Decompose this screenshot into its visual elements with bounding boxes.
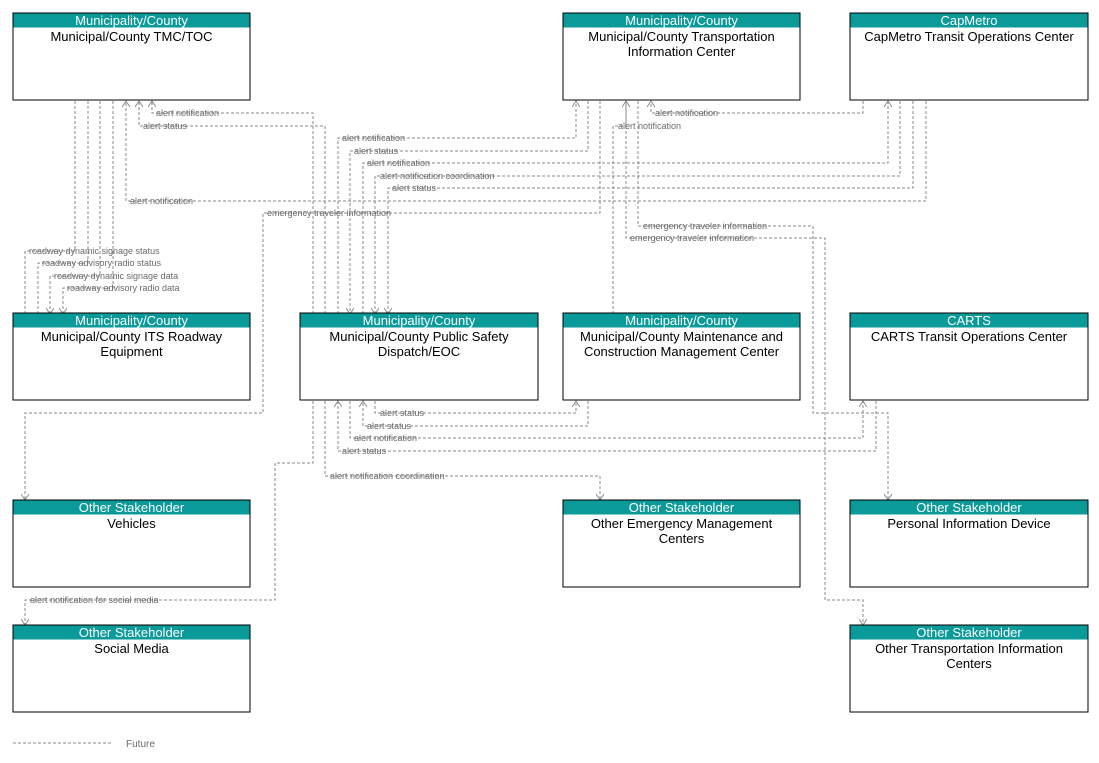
node-group-label: Other Stakeholder: [79, 625, 185, 640]
flow-line: [337, 101, 576, 314]
flow-label: emergency traveler information: [267, 208, 391, 218]
flow-line: [152, 101, 314, 314]
flow-label: alert status: [342, 446, 387, 456]
node-personal-device[interactable]: Other Stakeholder Personal Information D…: [849, 499, 1089, 588]
flow-line: [349, 401, 863, 439]
flow-line: [25, 101, 76, 252]
flow-label: alert notification: [354, 433, 417, 443]
flow-line: [612, 101, 626, 314]
node-title: Municipal/County ITS Roadway: [41, 329, 223, 344]
flow-line: [637, 101, 888, 500]
node-title: Other Transportation Information: [875, 641, 1063, 656]
node-tic[interactable]: Municipality/County Municipal/County Tra…: [562, 12, 801, 101]
flow-label: alert notification coordination: [380, 171, 495, 181]
node-group-label: Municipality/County: [75, 313, 188, 328]
flow-label: roadway dynamic signage status: [29, 246, 160, 256]
node-social-media[interactable]: Other Stakeholder Social Media: [12, 624, 251, 713]
flow-line: [388, 101, 914, 314]
flow-label: alert notification: [655, 108, 718, 118]
flow-line: [63, 101, 114, 314]
node-group-label: Other Stakeholder: [916, 625, 1022, 640]
node-group-label: Other Stakeholder: [79, 500, 185, 515]
node-vehicles[interactable]: Other Stakeholder Vehicles: [12, 499, 251, 588]
node-group-label: CapMetro: [940, 13, 997, 28]
flow-line: [338, 401, 877, 452]
node-title: Vehicles: [107, 516, 156, 531]
flow-label: alert notification: [130, 196, 193, 206]
node-title: Social Media: [94, 641, 169, 656]
node-title: Other Emergency Management: [591, 516, 773, 531]
node-title: Construction Management Center: [584, 344, 780, 359]
flow-line: [625, 101, 863, 625]
flow-label: roadway advisory radio status: [42, 258, 162, 268]
node-title: CARTS Transit Operations Center: [871, 329, 1068, 344]
node-its-roadway[interactable]: Municipality/County Municipal/County ITS…: [12, 312, 251, 401]
flow-line: [37, 101, 89, 314]
flow-lines: [13, 101, 927, 744]
node-maintenance[interactable]: Municipality/County Municipal/County Mai…: [562, 312, 801, 401]
node-title: Municipal/County TMC/TOC: [50, 29, 212, 44]
flow-label: alert notification: [367, 158, 430, 168]
node-group-label: Other Stakeholder: [629, 500, 735, 515]
flow-line: [350, 101, 589, 314]
flow-line: [25, 101, 601, 500]
flow-label: alert status: [392, 183, 437, 193]
flow-labels: alert notification alert status alert no…: [29, 108, 767, 750]
flow-label: alert notification: [618, 121, 681, 131]
node-group-label: Municipality/County: [625, 13, 738, 28]
flow-label: emergency traveler information: [643, 221, 767, 231]
node-other-emergency[interactable]: Other Stakeholder Other Emergency Manage…: [562, 499, 801, 588]
node-title: Personal Information Device: [887, 516, 1050, 531]
node-title: CapMetro Transit Operations Center: [864, 29, 1074, 44]
node-carts[interactable]: CARTS CARTS Transit Operations Center: [849, 312, 1089, 401]
node-title: Centers: [659, 531, 705, 546]
node-title: Municipal/County Transportation: [588, 29, 774, 44]
flow-label: roadway dynamic signage data: [54, 271, 178, 281]
node-group-label: Municipality/County: [625, 313, 738, 328]
node-title: Dispatch/EOC: [378, 344, 460, 359]
flow-label: alert status: [367, 421, 412, 431]
flow-label: alert status: [143, 121, 188, 131]
node-public-safety[interactable]: Municipality/County Municipal/County Pub…: [299, 312, 539, 401]
flow-line: [50, 101, 101, 314]
node-group-label: Municipality/County: [75, 13, 188, 28]
flow-label: alert notification: [156, 108, 219, 118]
node-group-label: Municipality/County: [363, 313, 476, 328]
flow-label: alert status: [380, 408, 425, 418]
flow-line: [139, 101, 326, 314]
node-title: Information Center: [628, 44, 736, 59]
flow-line: [651, 101, 864, 114]
node-group-label: CARTS: [947, 313, 991, 328]
flow-line: [362, 101, 888, 314]
flow-label: alert status: [354, 146, 399, 156]
node-title: Centers: [946, 656, 992, 671]
flow-label: emergency traveler information: [630, 233, 754, 243]
node-title: Municipal/County Public Safety: [329, 329, 509, 344]
flow-line: [363, 401, 589, 427]
node-title: Equipment: [100, 344, 163, 359]
flow-line: [25, 401, 314, 625]
flow-label: alert notification coordination: [330, 471, 445, 481]
node-capmetro[interactable]: CapMetro CapMetro Transit Operations Cen…: [849, 12, 1089, 101]
node-other-transport-info[interactable]: Other Stakeholder Other Transportation I…: [849, 624, 1089, 713]
flow-label: roadway advisory radio data: [67, 283, 180, 293]
flow-line: [126, 101, 927, 202]
flow-line: [374, 401, 576, 414]
legend-future-label: Future: [126, 739, 155, 750]
flow-line: [324, 401, 600, 500]
node-group-label: Other Stakeholder: [916, 500, 1022, 515]
flow-label: alert notification: [342, 133, 405, 143]
node-title: Municipal/County Maintenance and: [580, 329, 783, 344]
node-tmc[interactable]: Municipality/County Municipal/County TMC…: [12, 12, 251, 101]
flow-label: alert notification for social media: [30, 595, 159, 605]
